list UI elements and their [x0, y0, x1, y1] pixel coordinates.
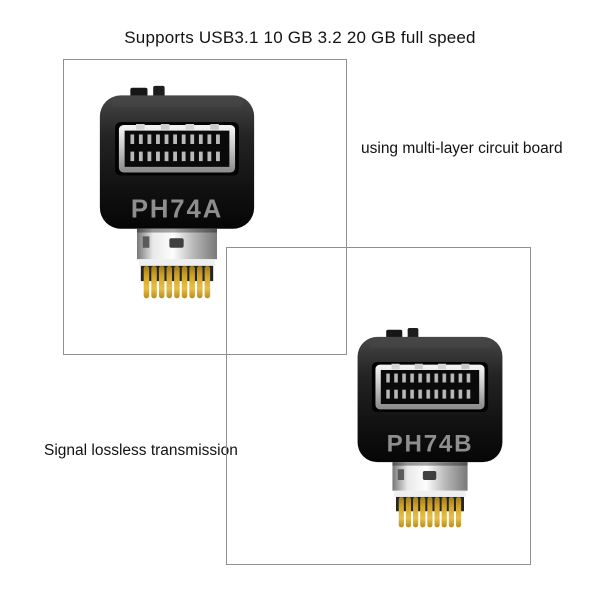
usb-adapter-illustration: PH74B	[357, 327, 503, 528]
title-text: Supports USB3.1 10 GB 3.2 20 GB full spe…	[124, 28, 476, 47]
usb-e-socket	[371, 361, 489, 413]
usb-adapter-illustration: PH74A	[99, 85, 255, 299]
usb-adapter-b: PH74B	[354, 326, 506, 532]
annotation-left: Signal lossless transmission	[44, 442, 238, 459]
usb-plug	[392, 462, 468, 528]
usb-e-socket	[115, 122, 239, 176]
usb-adapter-a: PH74A	[96, 84, 258, 303]
frame-box-bottom	[226, 247, 531, 565]
gold-contacts	[140, 265, 214, 299]
socket-pins	[386, 373, 474, 399]
adapter-label: PH74B	[387, 430, 474, 457]
adapter-label: PH74A	[131, 195, 223, 223]
frame-box-top	[63, 59, 347, 355]
annotation-right: using multi-layer circuit board	[361, 140, 563, 157]
gold-contacts	[396, 496, 464, 528]
socket-pins	[130, 134, 224, 162]
usb-plug	[137, 228, 217, 299]
